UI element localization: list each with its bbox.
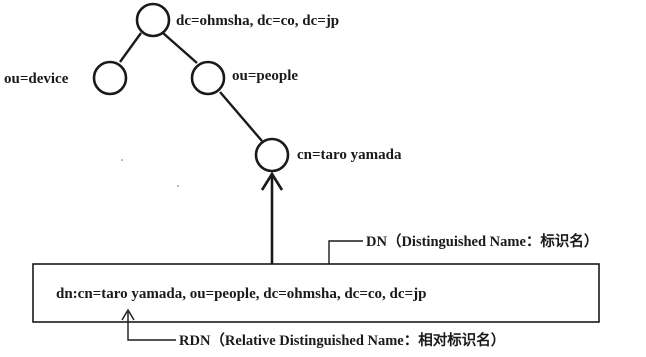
arrow-head-leaf — [260, 171, 284, 191]
label-taro-yamada: cn=taro yamada — [297, 147, 402, 163]
edge-root-right — [162, 32, 198, 64]
node-device — [92, 60, 128, 96]
speck — [177, 185, 179, 187]
dn-leader-line — [328, 240, 363, 264]
speck — [121, 159, 123, 161]
edge-right-leaf — [219, 91, 263, 142]
rdn-arrow-head — [121, 308, 135, 321]
label-device: ou=device — [4, 71, 69, 87]
rdn-annotation: RDN（Relative Distinguished Name：相对标识名） — [179, 331, 505, 349]
node-taro-yamada — [254, 137, 290, 173]
edge-root-left — [119, 32, 142, 63]
label-people: ou=people — [232, 68, 298, 84]
node-root — [135, 2, 171, 38]
dn-annotation: DN（Distinguished Name：标识名） — [366, 232, 598, 250]
node-people — [190, 60, 226, 96]
dn-entry-text: dn:cn=taro yamada, ou=people, dc=ohmsha,… — [56, 286, 426, 302]
label-root: dc=ohmsha, dc=co, dc=jp — [176, 13, 339, 29]
rdn-leader-line — [127, 312, 176, 341]
